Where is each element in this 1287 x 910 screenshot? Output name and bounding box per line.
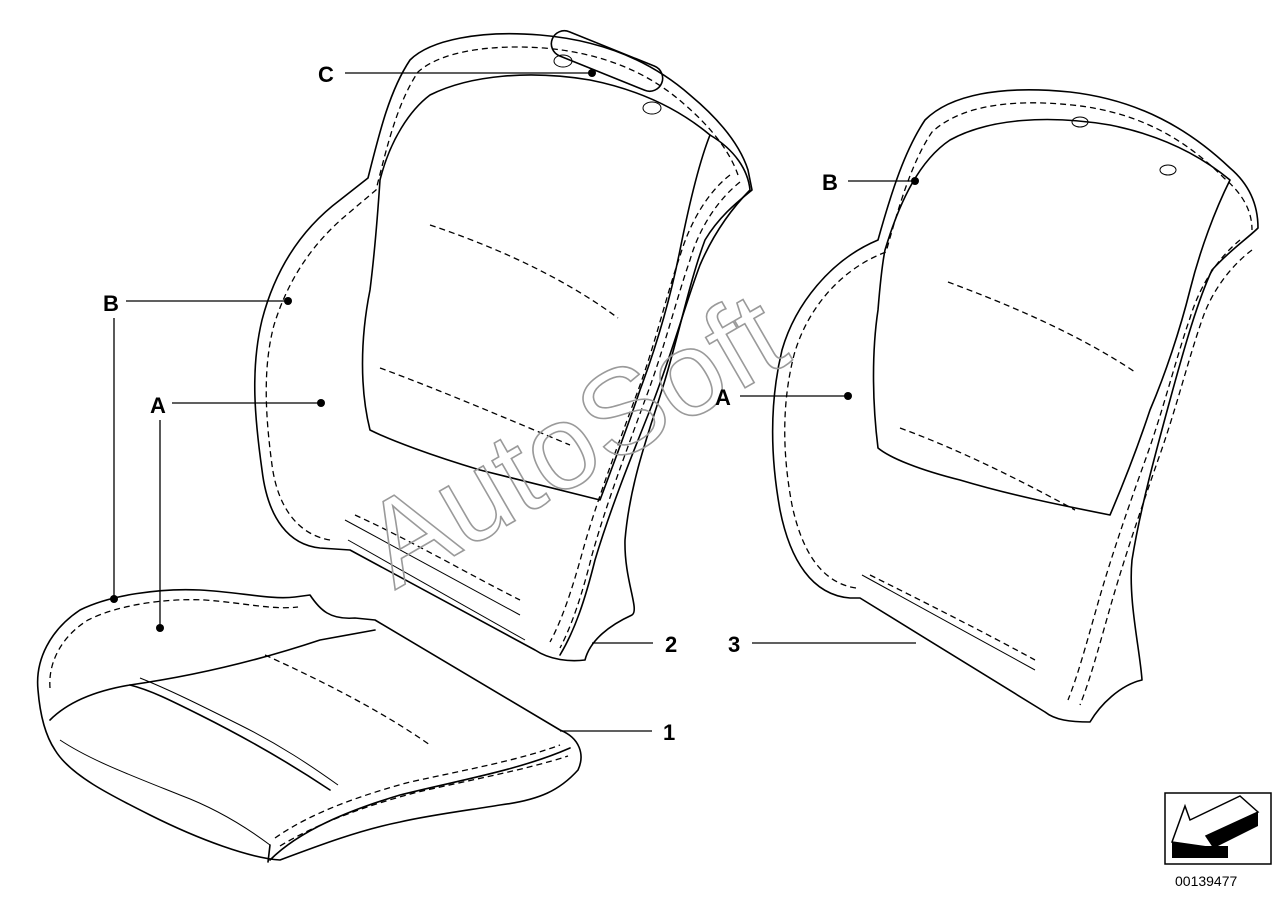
callout-c-label: C bbox=[318, 62, 334, 87]
document-id: 00139477 bbox=[1175, 873, 1238, 889]
part-2-label: 2 bbox=[665, 632, 677, 657]
watermark: AutoSoft bbox=[341, 266, 807, 612]
part-3-label: 3 bbox=[728, 632, 740, 657]
callout-a-left: A bbox=[150, 393, 325, 632]
callout-a-left-label: A bbox=[150, 393, 166, 418]
part-1: 1 bbox=[560, 720, 675, 745]
callout-a-right-label: A bbox=[715, 385, 731, 410]
seat-cushion-cover-1 bbox=[36, 588, 582, 863]
backrest-cover-3 bbox=[771, 89, 1259, 723]
part-1-label: 1 bbox=[663, 720, 675, 745]
part-2: 2 bbox=[592, 632, 677, 657]
callout-b-right: B bbox=[822, 170, 919, 195]
backrest-cover-2 bbox=[253, 29, 753, 662]
orientation-arrow-icon bbox=[1164, 792, 1272, 865]
callout-b-left: B bbox=[103, 291, 292, 603]
callout-a-right: A bbox=[715, 385, 852, 410]
callout-b-left-label: B bbox=[103, 291, 119, 316]
part-3: 3 bbox=[728, 632, 916, 657]
callout-c: C bbox=[318, 62, 596, 87]
callout-b-right-label: B bbox=[822, 170, 838, 195]
